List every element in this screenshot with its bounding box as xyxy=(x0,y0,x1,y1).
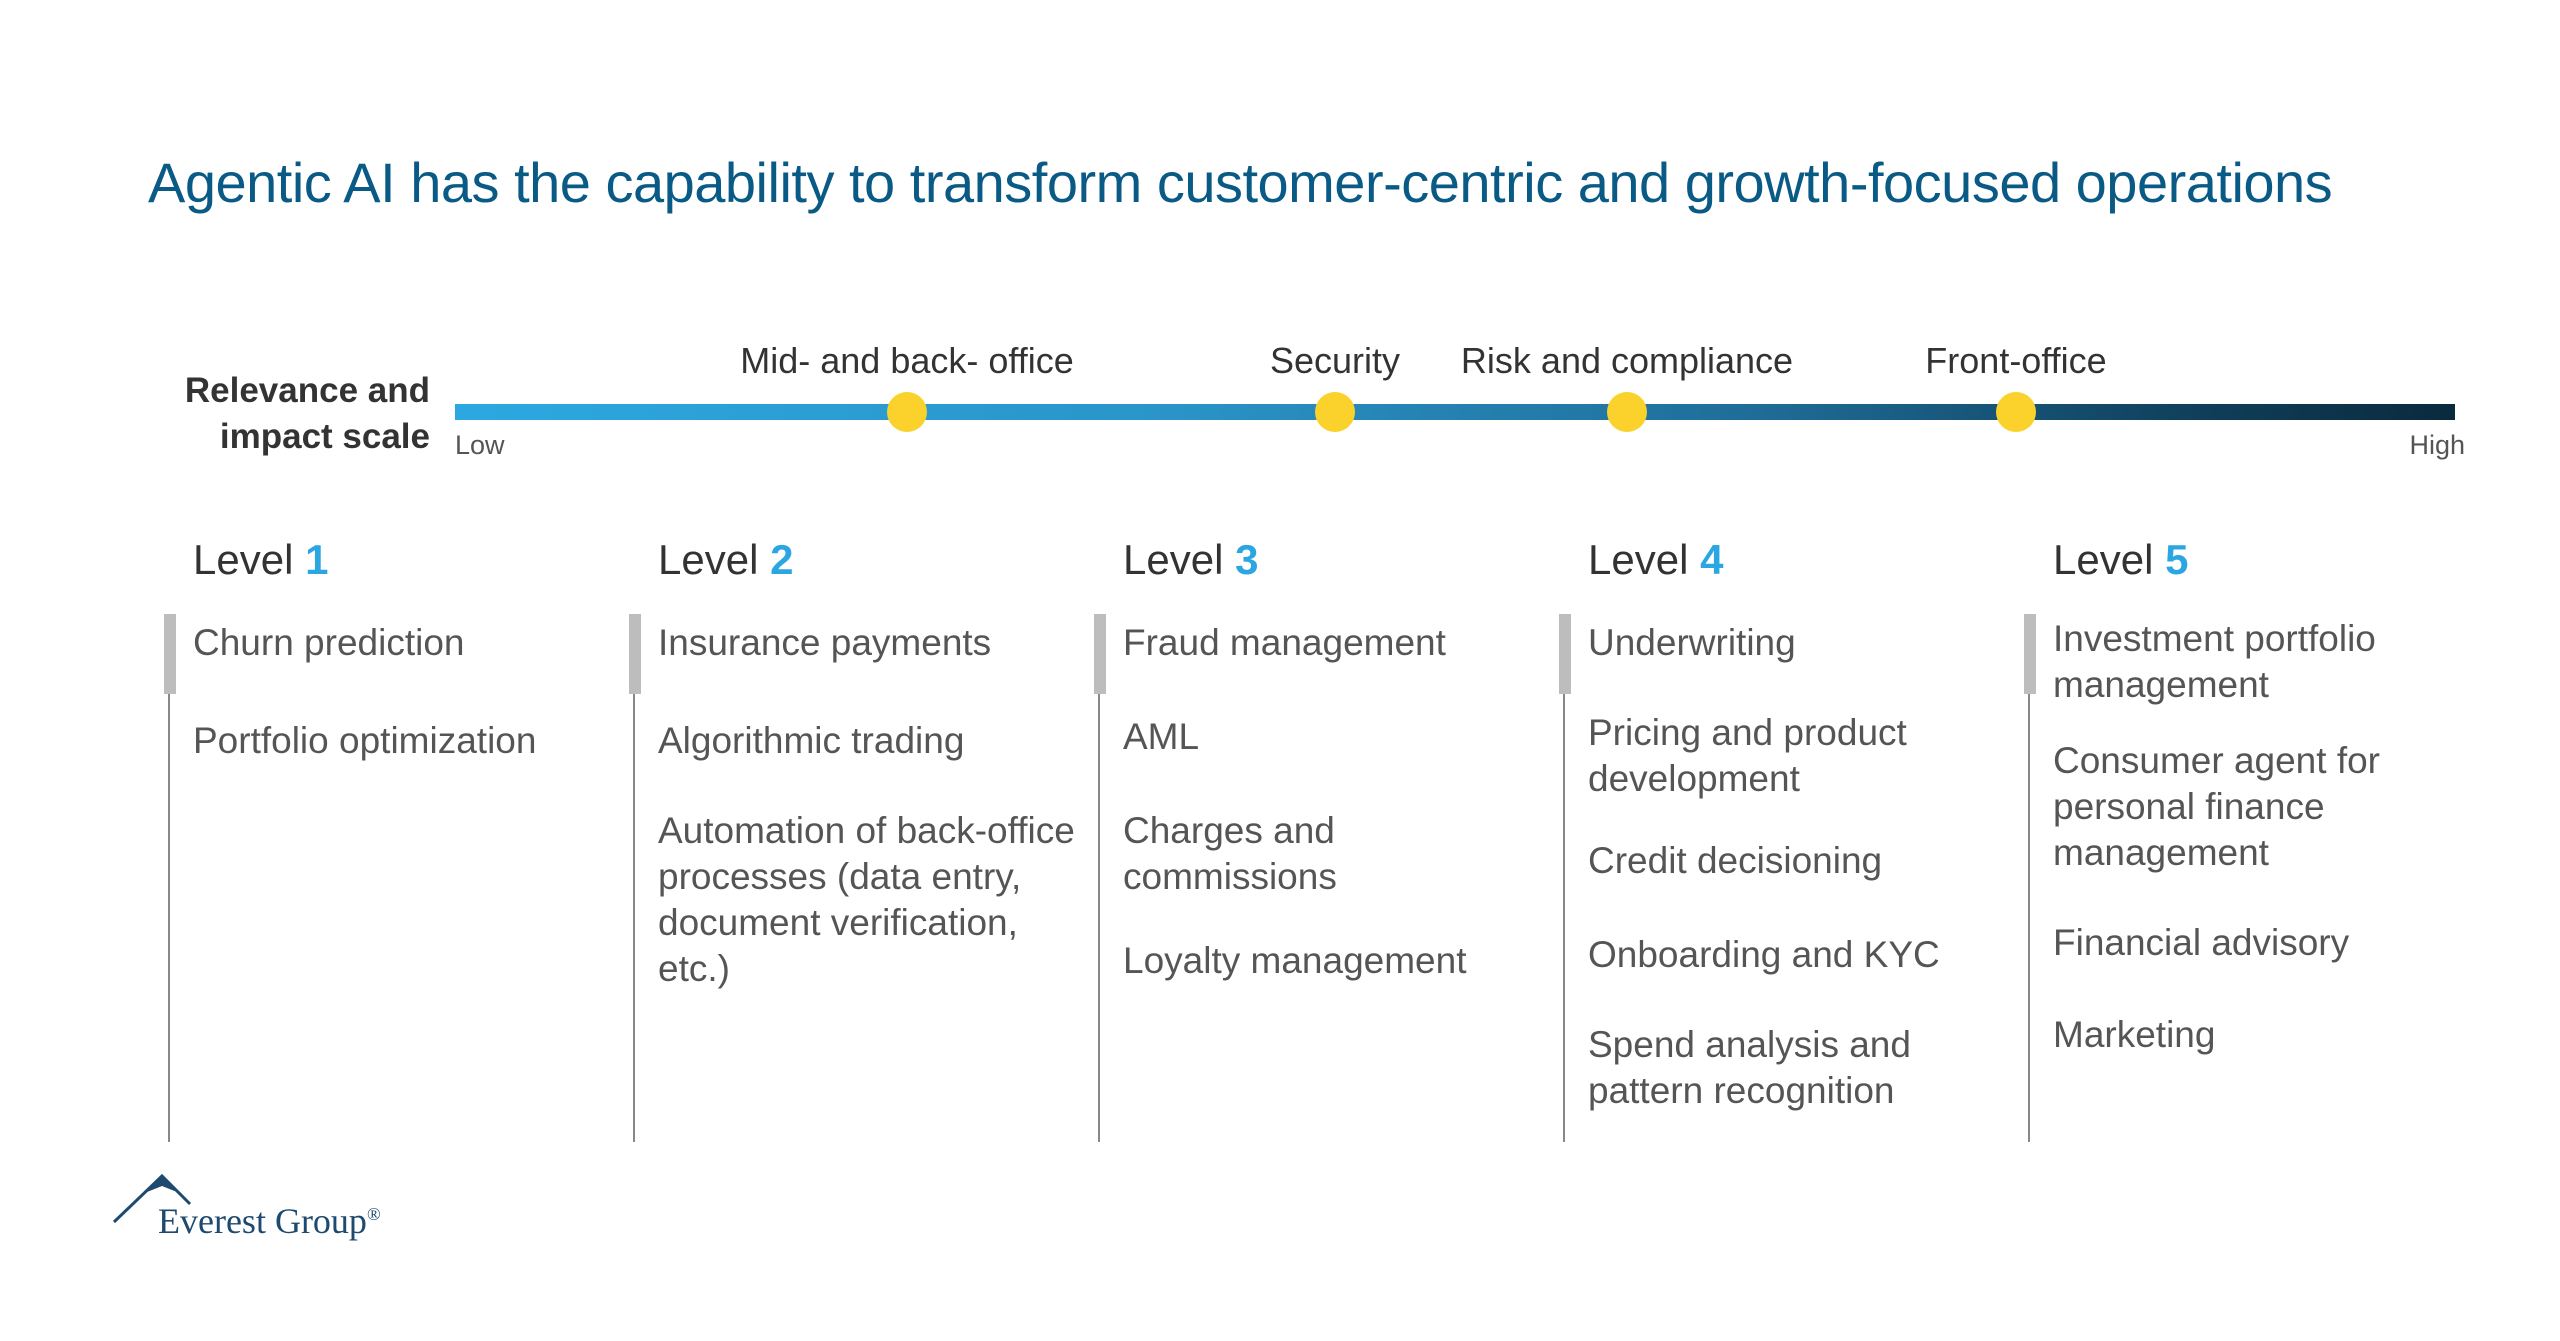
scale-marker-dot xyxy=(887,392,927,432)
level-divider-tab xyxy=(164,614,176,694)
scale-marker-dot xyxy=(1315,392,1355,432)
level-prefix: Level xyxy=(193,536,294,583)
scale-marker-label: Security xyxy=(1269,340,1401,381)
level-prefix: Level xyxy=(2053,536,2154,583)
logo-text: Everest Group® xyxy=(158,1201,381,1241)
level-number: 1 xyxy=(305,536,329,583)
level-divider-tab xyxy=(1559,614,1571,694)
level-item: Algorithmic trading xyxy=(658,720,965,761)
level-item: Onboarding and KYC xyxy=(1588,934,1940,975)
level-item: Financial advisory xyxy=(2053,922,2350,963)
level-divider-tab xyxy=(2024,614,2036,694)
level-heading: Level 5 xyxy=(2053,536,2188,584)
scale-marker-dot xyxy=(1996,392,2036,432)
level-number: 2 xyxy=(770,536,794,583)
level-item: Marketing xyxy=(2053,1014,2216,1055)
level-divider-line xyxy=(2028,614,2030,1142)
level-number: 5 xyxy=(2165,536,2189,583)
level-heading: Level 4 xyxy=(1588,536,1723,584)
level-divider-line xyxy=(633,614,635,1142)
level-prefix: Level xyxy=(658,536,759,583)
page-title: Agentic AI has the capability to transfo… xyxy=(148,151,2333,214)
level-prefix: Level xyxy=(1123,536,1224,583)
level-item: Automation of back-office processes (dat… xyxy=(658,810,1075,989)
level-heading: Level 3 xyxy=(1123,536,1258,584)
scale-high-label: High xyxy=(2409,430,2465,460)
level-item: Pricing and product development xyxy=(1588,712,1907,799)
level-divider-line xyxy=(1563,614,1565,1142)
level-item: Spend analysis and pattern recognition xyxy=(1588,1024,1911,1111)
scale-marker-dot xyxy=(1607,392,1647,432)
everest-group-logo: Everest Group® xyxy=(112,1172,392,1242)
level-item: Charges and commissions xyxy=(1123,810,1337,897)
level-divider-tab xyxy=(1094,614,1106,694)
scale-low-label: Low xyxy=(455,430,505,460)
level-item: Underwriting xyxy=(1588,622,1796,663)
level-item: Portfolio optimization xyxy=(193,720,537,761)
level-heading: Level 2 xyxy=(658,536,793,584)
level-prefix: Level xyxy=(1588,536,1689,583)
level-divider-line xyxy=(168,614,170,1142)
level-item: Fraud management xyxy=(1123,622,1446,663)
scale-marker-label: Front-office xyxy=(1925,340,2107,381)
level-item: Consumer agent for personal finance mana… xyxy=(2053,740,2381,873)
scale-label-line1: Relevance and xyxy=(184,371,430,410)
level-item: Insurance payments xyxy=(658,622,992,663)
level-item: Churn prediction xyxy=(193,622,465,663)
level-item: AML xyxy=(1123,716,1200,757)
scale-marker-label: Mid- and back- office xyxy=(740,340,1074,381)
level-item: Investment portfolio management xyxy=(2053,618,2376,705)
logo-mountain-icon xyxy=(112,1173,192,1224)
level-number: 3 xyxy=(1235,536,1259,583)
level-heading: Level 1 xyxy=(193,536,328,584)
scale-marker-label: Risk and compliance xyxy=(1460,340,1794,381)
level-number: 4 xyxy=(1700,536,1724,583)
scale-label-line2: impact scale xyxy=(219,417,430,456)
level-divider-line xyxy=(1098,614,1100,1142)
level-item: Loyalty management xyxy=(1123,940,1467,981)
level-item: Credit decisioning xyxy=(1588,840,1883,881)
scale-label: Relevance and impact scale xyxy=(140,368,430,460)
scale-bar xyxy=(455,404,2455,420)
level-divider-tab xyxy=(629,614,641,694)
